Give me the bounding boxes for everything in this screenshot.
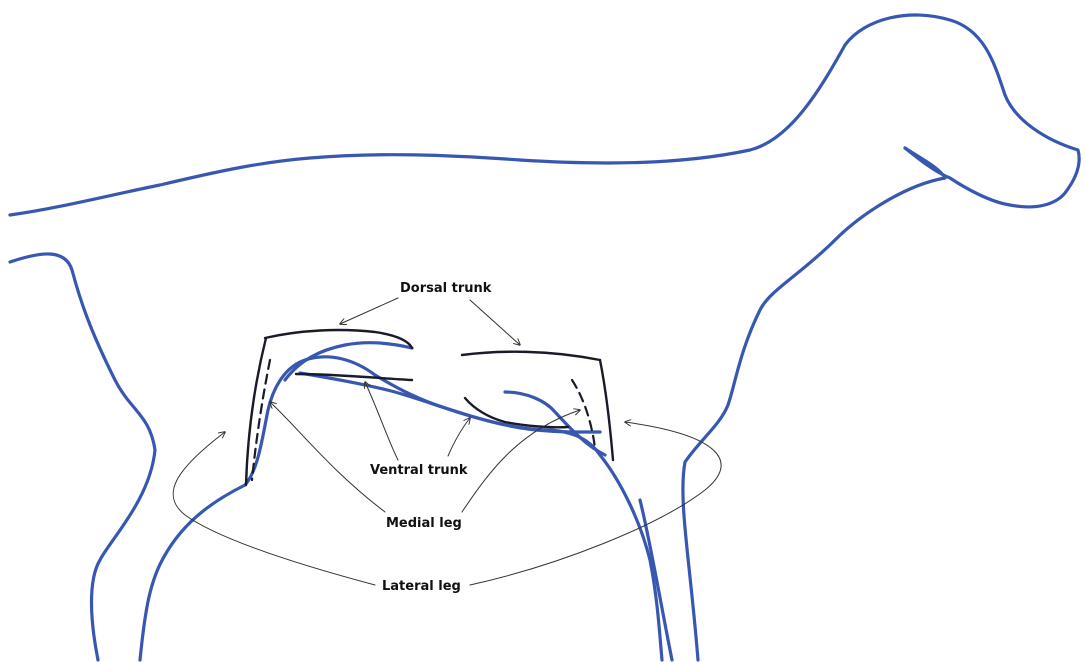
ventral-vessel-outline (300, 373, 600, 432)
front-leg-outline (640, 500, 672, 660)
hind-leg-outline (140, 357, 662, 660)
left-ventral-trunk (296, 374, 412, 380)
chin-to-chest-outline (683, 148, 945, 660)
rear-outline (10, 254, 155, 660)
label-medial-leg: Medial leg (386, 516, 462, 531)
dorsal-trunk-arrow-right (470, 300, 520, 345)
dorsal-trunk-arrow-left (340, 298, 398, 324)
structures (246, 330, 613, 485)
label-dorsal-trunk: Dorsal trunk (400, 281, 492, 296)
lateral-leg-loop (173, 432, 375, 585)
right-ventral-trunk (465, 398, 568, 427)
leader-lines (173, 298, 721, 585)
ventral-trunk-leader-right (448, 418, 470, 456)
label-ventral-trunk: Ventral trunk (370, 463, 468, 478)
right-outer-wall (600, 360, 613, 460)
medial-leg-leader-left (270, 402, 385, 512)
ventral-trunk-leader-left (365, 382, 398, 460)
right-dorsal-arch (462, 352, 600, 360)
dog-outline (10, 15, 1079, 660)
label-lateral-leg: Lateral leg (382, 579, 461, 594)
